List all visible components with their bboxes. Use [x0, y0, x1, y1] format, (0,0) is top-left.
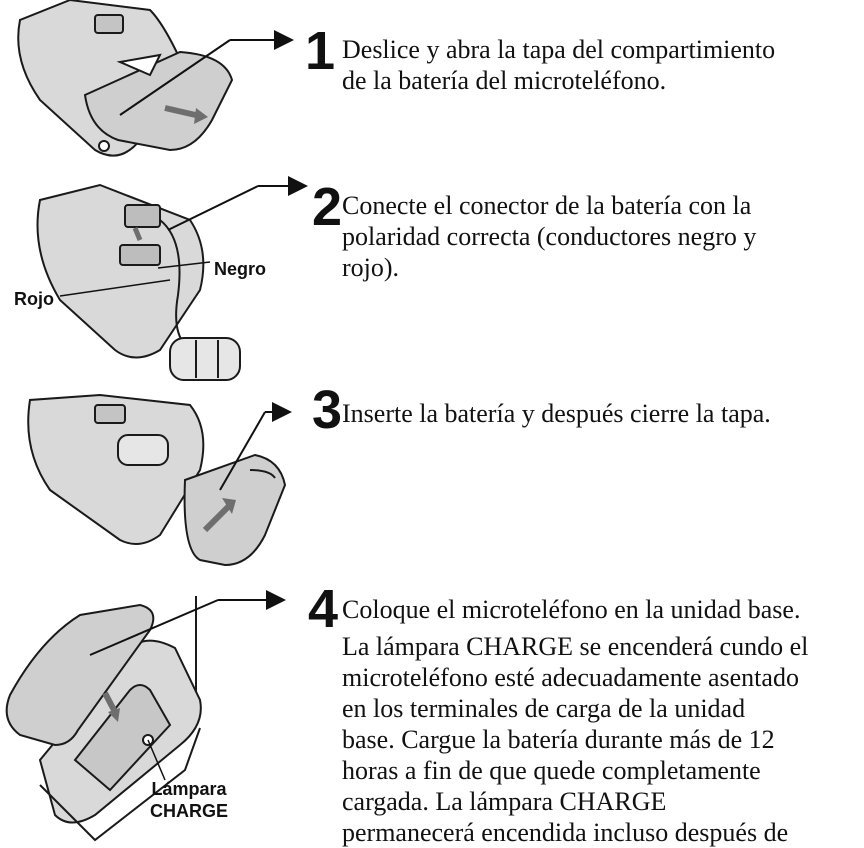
step-number-2: 2 — [312, 177, 343, 237]
step-number-3: 3 — [312, 380, 343, 440]
step-4-note-line-7: permanecerá encendida incluso después de — [342, 818, 789, 847]
step-number-1: 1 — [305, 21, 336, 81]
step-3-line-1: Inserte la batería y después cierre la t… — [342, 399, 771, 428]
label-negro: Negro — [214, 259, 267, 279]
step-1-line-1: Deslice y abra la tapa del compartimient… — [342, 35, 776, 64]
label-rojo: Rojo — [14, 289, 54, 309]
step-3-text: Inserte la batería y después cierre la t… — [342, 398, 771, 429]
step-2-text: Conecte el conector de la batería con la… — [342, 190, 756, 283]
step-4-text: Coloque el microteléfono en la unidad ba… — [342, 594, 800, 625]
label-lampara-line-1: Lámpara — [151, 779, 227, 799]
step-2-line-3: rojo). — [342, 253, 400, 282]
step-4-note-line-5: horas a fin de que quede completamente — [342, 756, 761, 785]
step-2-line-1: Conecte el conector de la batería con la — [342, 191, 752, 220]
handset-illustration-1 — [17, 0, 234, 157]
step-1-text: Deslice y abra la tapa del compartimient… — [342, 34, 775, 96]
step-4-line-1: Coloque el microteléfono en la unidad ba… — [342, 595, 801, 624]
step-4-note-line-6: cargada. La lámpara CHARGE — [342, 787, 667, 816]
step-4-note-line-1: La lámpara CHARGE se encenderá cundo el — [342, 632, 809, 661]
label-lampara-line-2: CHARGE — [150, 801, 229, 821]
step-number-4: 4 — [308, 579, 339, 639]
handset-illustration-3 — [27, 393, 287, 567]
base-unit-illustration — [5, 596, 202, 842]
step-4-note-line-4: base. Cargue la batería durante más de 1… — [342, 725, 775, 754]
label-lampara: Lámpara CHARGE — [150, 778, 228, 822]
step-4-note-line-3: en los terminales de carga de la unidad — [342, 694, 746, 723]
step-2-line-2: polaridad correcta (conductores negro y — [342, 222, 757, 251]
step-1-line-2: de la batería del microteléfono. — [342, 66, 667, 95]
handset-illustration-2 — [36, 183, 241, 381]
step-4-note-line-2: microteléfono esté adecuadamente asentad… — [342, 663, 799, 692]
step-4-note: La lámpara CHARGE se encenderá cundo el … — [342, 631, 808, 848]
